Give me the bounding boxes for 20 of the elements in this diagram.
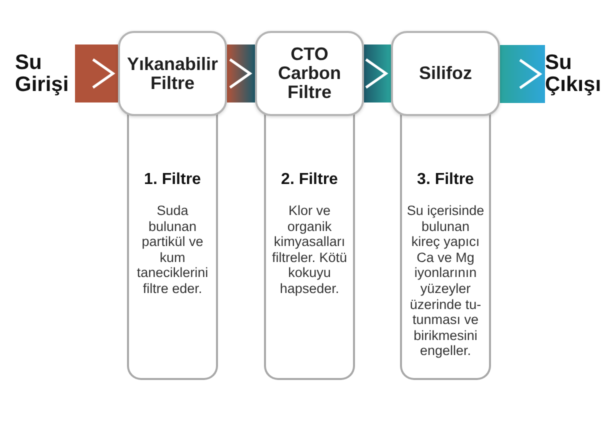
card-description: Klor ve organik kimyasalları filtreler. Kötü kokuyu hapseder. — [270, 203, 348, 297]
stage-name: Yıkanabilir Filtre — [126, 54, 220, 92]
filter-description-card — [127, 112, 218, 380]
filter-description-card — [400, 112, 491, 380]
filter-stage-box — [391, 31, 500, 116]
chevron-arrow — [227, 44, 255, 102]
filter-stage-box — [255, 31, 364, 116]
filter-stage-box — [118, 31, 227, 116]
stage-name: CTO Carbon Filtre — [277, 45, 342, 102]
water-outlet-label: Su Çıkışı — [545, 45, 607, 103]
card-heading: 1. Filtre — [144, 170, 201, 190]
chevron-arrow — [364, 44, 391, 102]
card-description: Su içerisinde bulunan kireç yapıcı Ca ve Mg iyonlarının yüzeyler üzerinde tu- tunması ve birikmesini engeller. — [406, 203, 485, 359]
stage-name: Silifoz — [419, 64, 472, 83]
card-heading: 3. Filtre — [417, 170, 474, 190]
card-description: Suda bulunan partikül ve kum taneciklerini filtre eder. — [136, 203, 210, 297]
chevron-arrow — [75, 44, 118, 102]
water-inlet-label: Su Girişi — [15, 45, 75, 103]
filter-description-card — [264, 112, 355, 380]
card-heading: 2. Filtre — [281, 170, 338, 190]
